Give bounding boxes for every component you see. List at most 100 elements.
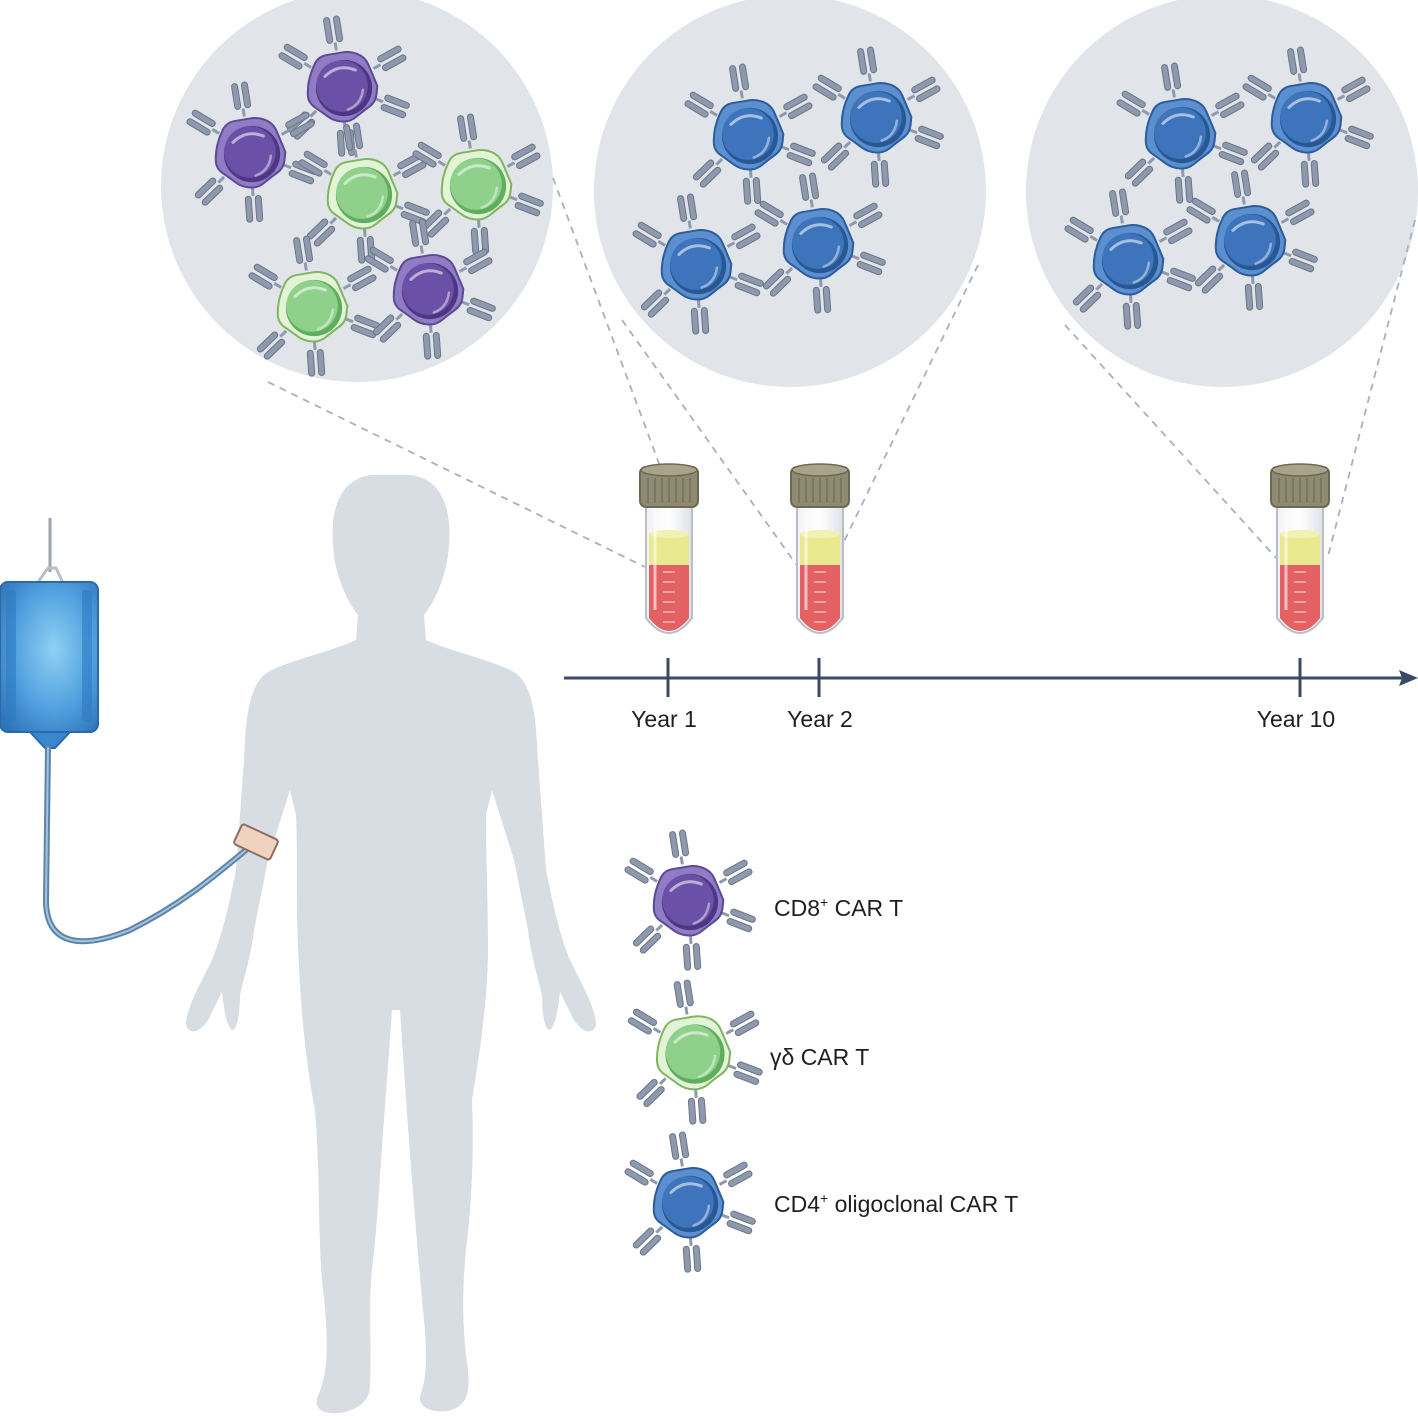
blood-tube-year-2 xyxy=(790,463,850,634)
car-receptor xyxy=(718,1161,753,1188)
cell-year10-cd4-0 xyxy=(1116,62,1248,204)
timeline-label-year-1: Year 1 xyxy=(631,706,697,732)
car-receptor xyxy=(1122,294,1142,330)
car-receptor xyxy=(669,829,690,865)
car-receptor xyxy=(231,81,252,117)
car-receptor xyxy=(364,246,398,273)
magnified-circle-year-2 xyxy=(594,0,986,387)
car-receptor xyxy=(470,219,490,255)
car-receptor xyxy=(1242,74,1276,101)
car-receptor xyxy=(778,93,813,120)
car-receptor xyxy=(1280,199,1315,226)
car-receptor xyxy=(781,142,816,167)
legend: CD8+ CAR T γδ CAR T CD4+ oligoclonal CAR… xyxy=(624,829,1018,1273)
car-receptor xyxy=(506,143,541,170)
car-receptor xyxy=(278,43,312,70)
cell-year2-cd4-0 xyxy=(684,63,816,205)
legend-icon-cd4 xyxy=(624,1131,756,1273)
tube-cap xyxy=(639,463,699,508)
cell-layer xyxy=(186,15,1374,377)
car-receptor xyxy=(372,312,404,343)
legend-icon-gd xyxy=(627,979,763,1125)
car-receptor xyxy=(820,140,852,171)
car-receptor xyxy=(1300,152,1320,188)
car-receptor xyxy=(729,63,750,99)
blood-layer xyxy=(800,565,840,631)
car-receptor xyxy=(682,1237,702,1273)
blood-tube-year-10 xyxy=(1270,463,1330,634)
legend-label-gd: γδ CAR T xyxy=(770,1044,869,1070)
car-receptor xyxy=(323,15,344,51)
car-receptor xyxy=(684,91,718,118)
car-receptor xyxy=(1283,248,1318,273)
car-receptor xyxy=(1174,168,1194,204)
cell-year2-cd4-2 xyxy=(632,193,764,335)
car-receptor xyxy=(1244,275,1264,311)
car-receptor xyxy=(799,172,820,208)
car-receptor xyxy=(1336,76,1371,103)
iv-tube xyxy=(42,745,255,945)
timeline-arrowhead xyxy=(1399,670,1418,686)
car-receptor xyxy=(509,192,544,217)
car-receptor xyxy=(1124,156,1156,187)
car-receptor xyxy=(857,46,878,82)
car-receptor xyxy=(742,169,762,205)
car-receptor xyxy=(906,76,941,103)
cell-year10-cd4-1 xyxy=(1242,46,1374,188)
legend-label-cd8: CD8+ CAR T xyxy=(774,894,903,921)
car-receptor xyxy=(870,152,890,188)
car-receptor xyxy=(726,223,761,250)
cell-year10-cd4-3 xyxy=(1186,169,1318,311)
car-receptor xyxy=(1213,141,1248,166)
cell-year1-cd8-1 xyxy=(186,81,318,223)
car-receptor xyxy=(1072,282,1104,313)
car-receptor xyxy=(1064,216,1098,243)
car-receptor xyxy=(692,157,724,188)
timeline-label-year-10: Year 10 xyxy=(1257,706,1335,732)
car-receptor xyxy=(372,45,407,72)
car-receptor xyxy=(1210,92,1245,119)
car-receptor xyxy=(461,297,496,322)
legend-label-cd4: CD4+ oligoclonal CAR T xyxy=(774,1190,1018,1217)
cell-year1-cd8-5 xyxy=(364,218,496,360)
car-receptor xyxy=(194,175,226,206)
car-receptor xyxy=(280,111,315,138)
car-receptor xyxy=(342,265,377,292)
car-receptor xyxy=(624,857,658,884)
car-receptor xyxy=(673,979,694,1015)
cell-year1-cd8-0 xyxy=(278,15,410,157)
legend-icons xyxy=(624,829,763,1273)
magnified-circle-year-10 xyxy=(1026,0,1418,387)
car-receptor xyxy=(727,1061,763,1085)
car-receptor xyxy=(725,1010,760,1037)
legend-icon-cd8 xyxy=(624,829,756,971)
car-receptor xyxy=(682,935,702,971)
car-receptor xyxy=(248,263,282,290)
car-receptor xyxy=(721,908,756,933)
car-receptor xyxy=(632,1225,664,1256)
car-receptor xyxy=(1287,46,1308,82)
car-receptor xyxy=(812,278,832,314)
bandage xyxy=(233,823,279,861)
cell-year1-gd-2 xyxy=(298,122,430,264)
car-receptor xyxy=(298,150,332,177)
cell-year1-gd-3 xyxy=(412,113,544,255)
cell-year2-cd4-1 xyxy=(812,46,944,188)
car-receptor xyxy=(1186,197,1220,224)
tube-cap xyxy=(1270,463,1330,508)
car-receptor xyxy=(636,1077,667,1108)
car-receptor xyxy=(851,251,886,276)
car-receptor xyxy=(848,202,883,229)
blood-layer xyxy=(649,565,689,631)
iv-bag xyxy=(0,518,279,945)
car-receptor xyxy=(1161,62,1182,98)
car-receptor xyxy=(256,329,288,360)
blood-tubes xyxy=(639,463,1330,634)
car-receptor xyxy=(409,218,430,254)
car-receptor xyxy=(345,314,380,339)
car-receptor xyxy=(1231,169,1252,205)
car-receptor xyxy=(627,1008,662,1035)
car-receptor xyxy=(1339,125,1374,150)
blood-tube-year-1 xyxy=(639,463,699,634)
